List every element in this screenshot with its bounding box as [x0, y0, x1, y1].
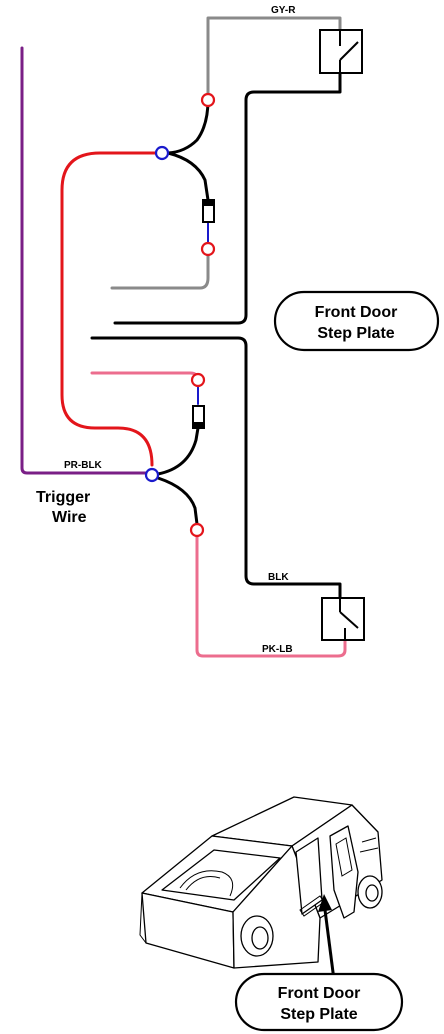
wire-label-blk: BLK: [268, 572, 289, 583]
gray-lower-wire: [110, 248, 210, 290]
callout-top-line2: Step Plate: [317, 325, 394, 342]
purple-trigger-wire: [20, 46, 152, 475]
black-top-switch-wire: [166, 98, 210, 155]
callout-bottom: Front Door Step Plate: [234, 972, 404, 1032]
trigger-wire-label-line1: Trigger: [36, 489, 90, 506]
pink-upper-wire: [90, 371, 200, 382]
top-door-switch: [319, 29, 363, 74]
red-connector-bottom-diode: [190, 372, 206, 388]
blue-splice-top: [154, 145, 170, 161]
callout-top-line1: Front Door: [315, 304, 398, 321]
red-connector-top: [200, 92, 216, 108]
bottom-door-switch: [321, 597, 365, 641]
bottom-diode: [192, 405, 205, 429]
red-connector-top-diode: [200, 241, 216, 257]
top-diode: [202, 199, 215, 223]
blue-splice-bottom: [144, 467, 160, 483]
trigger-wire-label-line2: Wire: [52, 509, 87, 526]
black-harness-upper: [113, 70, 342, 325]
black-bottom-diode-wire: [156, 426, 200, 476]
wire-label-gy-r: GY-R: [271, 5, 296, 16]
pink-pk-lb-wire: [195, 534, 347, 658]
pickup-truck-illustration: [139, 796, 383, 969]
wire-label-pr-blk: PR-BLK: [64, 460, 103, 471]
black-top-diode-wire: [166, 151, 210, 202]
black-harness-lower: [90, 336, 342, 600]
red-loop-wire: [60, 151, 164, 467]
callout-top: Front Door Step Plate: [273, 290, 440, 352]
callout-bottom-line1: Front Door: [278, 985, 361, 1002]
gray-gy-r-wire: [206, 16, 342, 102]
red-connector-bottom: [189, 522, 205, 538]
callout-bottom-line2: Step Plate: [280, 1006, 357, 1023]
wire-label-pk-lb: PK-LB: [262, 644, 293, 655]
black-bottom-switch-wire: [156, 476, 199, 526]
step-plate-pointer-arrow: [318, 894, 336, 981]
